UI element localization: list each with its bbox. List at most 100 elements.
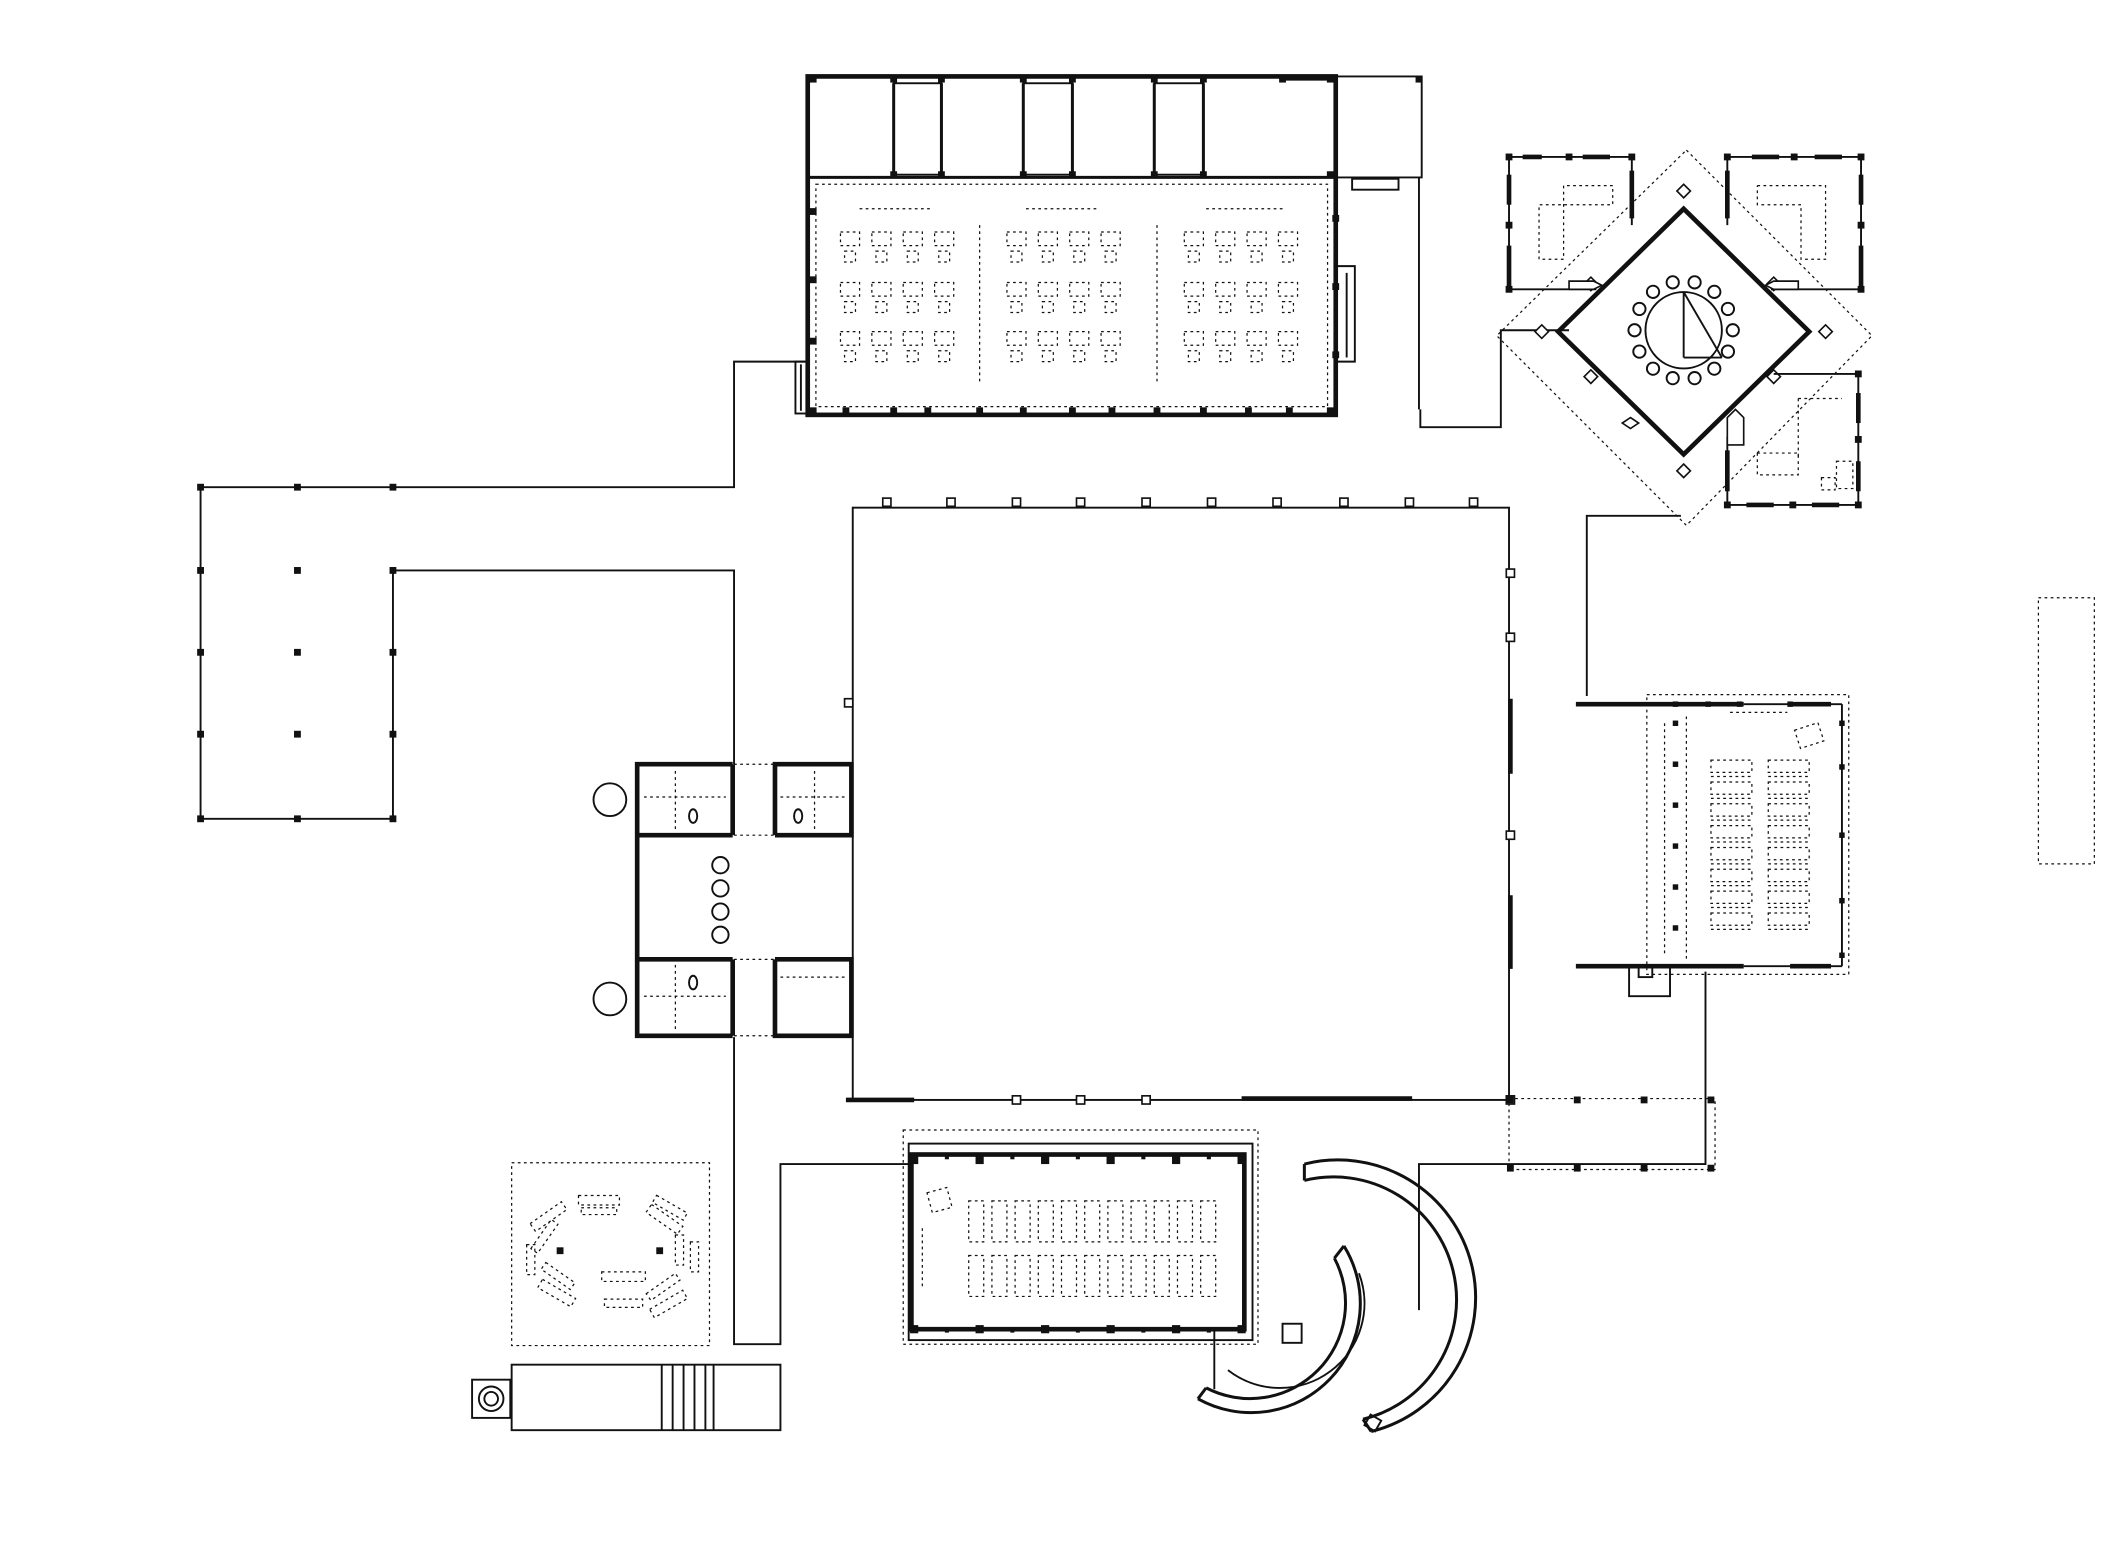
column — [1285, 407, 1293, 415]
column — [1150, 171, 1158, 179]
post — [1141, 1095, 1152, 1105]
post — [1675, 462, 1692, 479]
chair — [1041, 350, 1054, 363]
column — [1069, 171, 1076, 179]
diamond-entry-marks — [1620, 416, 1641, 430]
stair-block — [471, 1363, 782, 1432]
desk — [1006, 231, 1027, 247]
column — [294, 815, 301, 823]
hut-northwest — [1505, 153, 1636, 293]
chair — [1041, 250, 1054, 263]
desk — [991, 1200, 1008, 1243]
booth — [1022, 82, 1074, 176]
booth — [1153, 82, 1205, 176]
entrance-restroom-block — [592, 761, 854, 1039]
chair — [843, 250, 857, 263]
desk — [1069, 231, 1090, 247]
column — [1019, 171, 1027, 179]
bench — [529, 1200, 568, 1233]
chair — [1104, 300, 1117, 314]
bench — [674, 1234, 685, 1266]
desk — [1107, 1254, 1124, 1298]
chair — [1219, 250, 1232, 263]
desk — [1710, 868, 1753, 883]
desk — [933, 331, 955, 346]
column — [1628, 153, 1636, 161]
desk — [1246, 281, 1267, 297]
desk — [1183, 331, 1205, 346]
column — [1839, 897, 1845, 904]
post — [1011, 497, 1022, 508]
column — [1707, 1096, 1715, 1104]
desk — [1060, 1200, 1078, 1243]
chair — [1707, 361, 1722, 376]
desk — [1215, 331, 1236, 346]
future-extension-outline — [2037, 597, 2095, 865]
desk — [1014, 1254, 1031, 1298]
column — [1199, 75, 1207, 83]
column — [1332, 351, 1340, 359]
column — [1279, 75, 1286, 83]
column — [1505, 285, 1513, 293]
desk — [1107, 1200, 1124, 1243]
column — [1041, 1155, 1050, 1165]
desk — [1710, 803, 1753, 817]
circulation-paths — [200, 329, 1707, 1390]
main-hall — [843, 497, 1516, 1105]
chair — [1720, 301, 1736, 317]
column — [1075, 1328, 1080, 1333]
column — [890, 407, 898, 415]
bench — [648, 1289, 689, 1319]
diamond-pavilion — [1495, 149, 1873, 527]
column — [1237, 1155, 1246, 1165]
column — [1723, 501, 1731, 509]
bench — [526, 1243, 536, 1276]
desk — [1710, 781, 1753, 795]
column — [1723, 153, 1731, 161]
desk — [1710, 825, 1753, 839]
desk — [1130, 1200, 1147, 1243]
chair — [1250, 350, 1263, 363]
desk — [902, 231, 923, 247]
column — [1640, 1164, 1648, 1172]
column — [809, 407, 817, 415]
desk — [1037, 1254, 1054, 1298]
column — [1854, 501, 1862, 509]
desk — [839, 331, 861, 346]
column — [1172, 1155, 1181, 1165]
desk — [871, 231, 892, 247]
column — [809, 276, 817, 284]
column — [1506, 1164, 1514, 1172]
chair — [875, 350, 888, 363]
desk — [1710, 890, 1753, 905]
post — [1582, 368, 1599, 385]
column — [944, 1328, 949, 1333]
column — [1141, 1155, 1146, 1160]
hut-southeast — [1723, 370, 1862, 509]
west-pavilion — [197, 483, 397, 823]
column — [1326, 171, 1334, 179]
column — [1141, 1328, 1146, 1333]
bench — [540, 1261, 576, 1291]
column — [1736, 701, 1743, 707]
column — [294, 483, 301, 491]
column — [1790, 153, 1798, 161]
column — [1206, 1155, 1211, 1160]
chair — [1687, 275, 1702, 290]
column — [1505, 221, 1513, 229]
desk — [902, 331, 923, 346]
column — [197, 648, 204, 656]
desk — [839, 231, 861, 247]
column — [1332, 283, 1340, 290]
curved-amphitheatre — [1196, 1158, 1478, 1433]
booth — [892, 82, 943, 176]
chair — [1250, 300, 1263, 314]
column — [809, 75, 817, 83]
desk — [871, 281, 892, 297]
chair — [1281, 300, 1295, 314]
chair — [1073, 250, 1086, 263]
bench — [536, 1278, 577, 1308]
desk — [1215, 231, 1236, 247]
south-classroom — [902, 1129, 1259, 1345]
